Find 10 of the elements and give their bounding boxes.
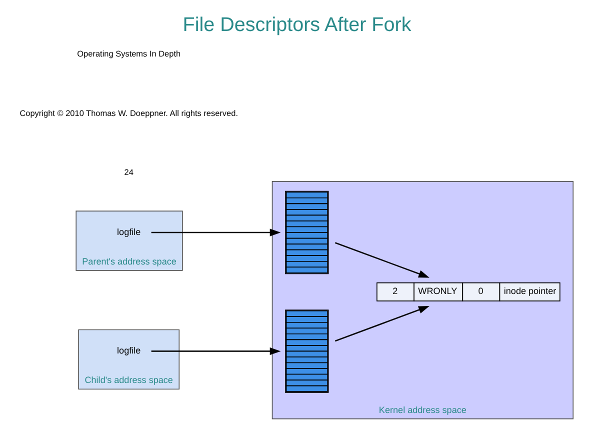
arrow [334,242,429,278]
arrow [150,347,280,356]
arrow [150,228,280,236]
label: Copyright © 2010 Thomas W. Doeppner. All rights reserved. [19,108,238,118]
node-text: logfile [116,346,140,356]
label: Operating Systems In Depth [76,50,180,59]
label: 24 [124,168,133,178]
node-text: logfile [116,226,140,237]
diagram-title: File Descriptors After Fork [182,14,411,36]
arrow [334,306,429,342]
